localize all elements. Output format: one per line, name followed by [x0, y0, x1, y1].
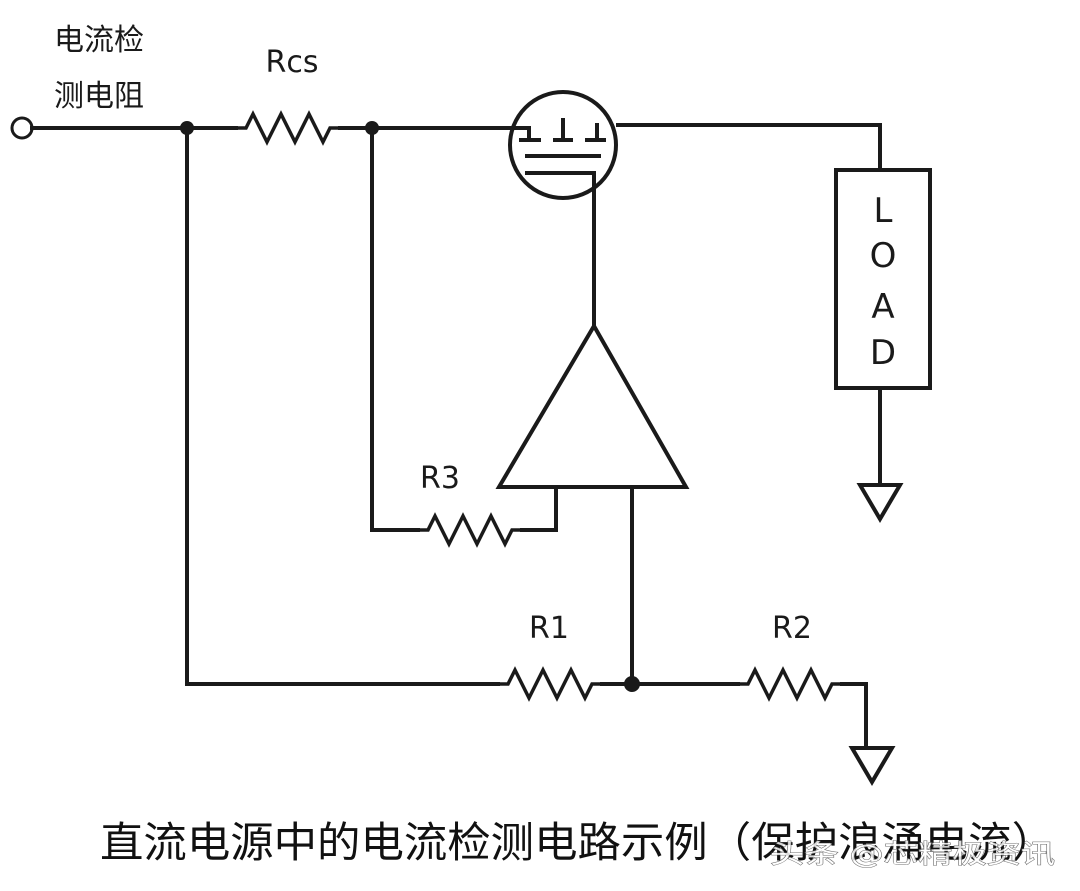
figure-caption: 直流电源中的电流检测电路示例（保护浪涌电流）	[100, 818, 1055, 867]
load-letter-l: L	[874, 191, 893, 231]
label-r2: R2	[772, 611, 812, 646]
label-rcs: Rcs	[266, 45, 319, 80]
watermark: 头条 @芯精极资讯	[770, 840, 1055, 870]
ground-symbol-bottom	[848, 746, 896, 786]
resistor-r3	[418, 512, 522, 548]
label-r3: R3	[420, 461, 460, 496]
ground-symbol-load	[856, 483, 904, 523]
op-amp	[495, 322, 690, 489]
label-r1: R1	[529, 611, 569, 646]
load-letter-o: O	[870, 236, 897, 276]
junction-r3	[365, 121, 379, 135]
junction-r1-r2	[624, 676, 640, 692]
resistor-r1	[498, 666, 602, 702]
resistor-r2	[738, 666, 842, 702]
load-letter-a: A	[871, 287, 894, 327]
input-terminal	[10, 116, 34, 140]
load-box	[834, 168, 932, 390]
mosfet	[508, 90, 618, 200]
junction-input	[180, 121, 194, 135]
label-sense-resistor-line2: 测电阻	[54, 79, 144, 114]
load-letter-d: D	[870, 333, 896, 373]
label-sense-resistor-line1: 电流检	[54, 23, 144, 58]
resistor-rcs	[236, 110, 340, 146]
